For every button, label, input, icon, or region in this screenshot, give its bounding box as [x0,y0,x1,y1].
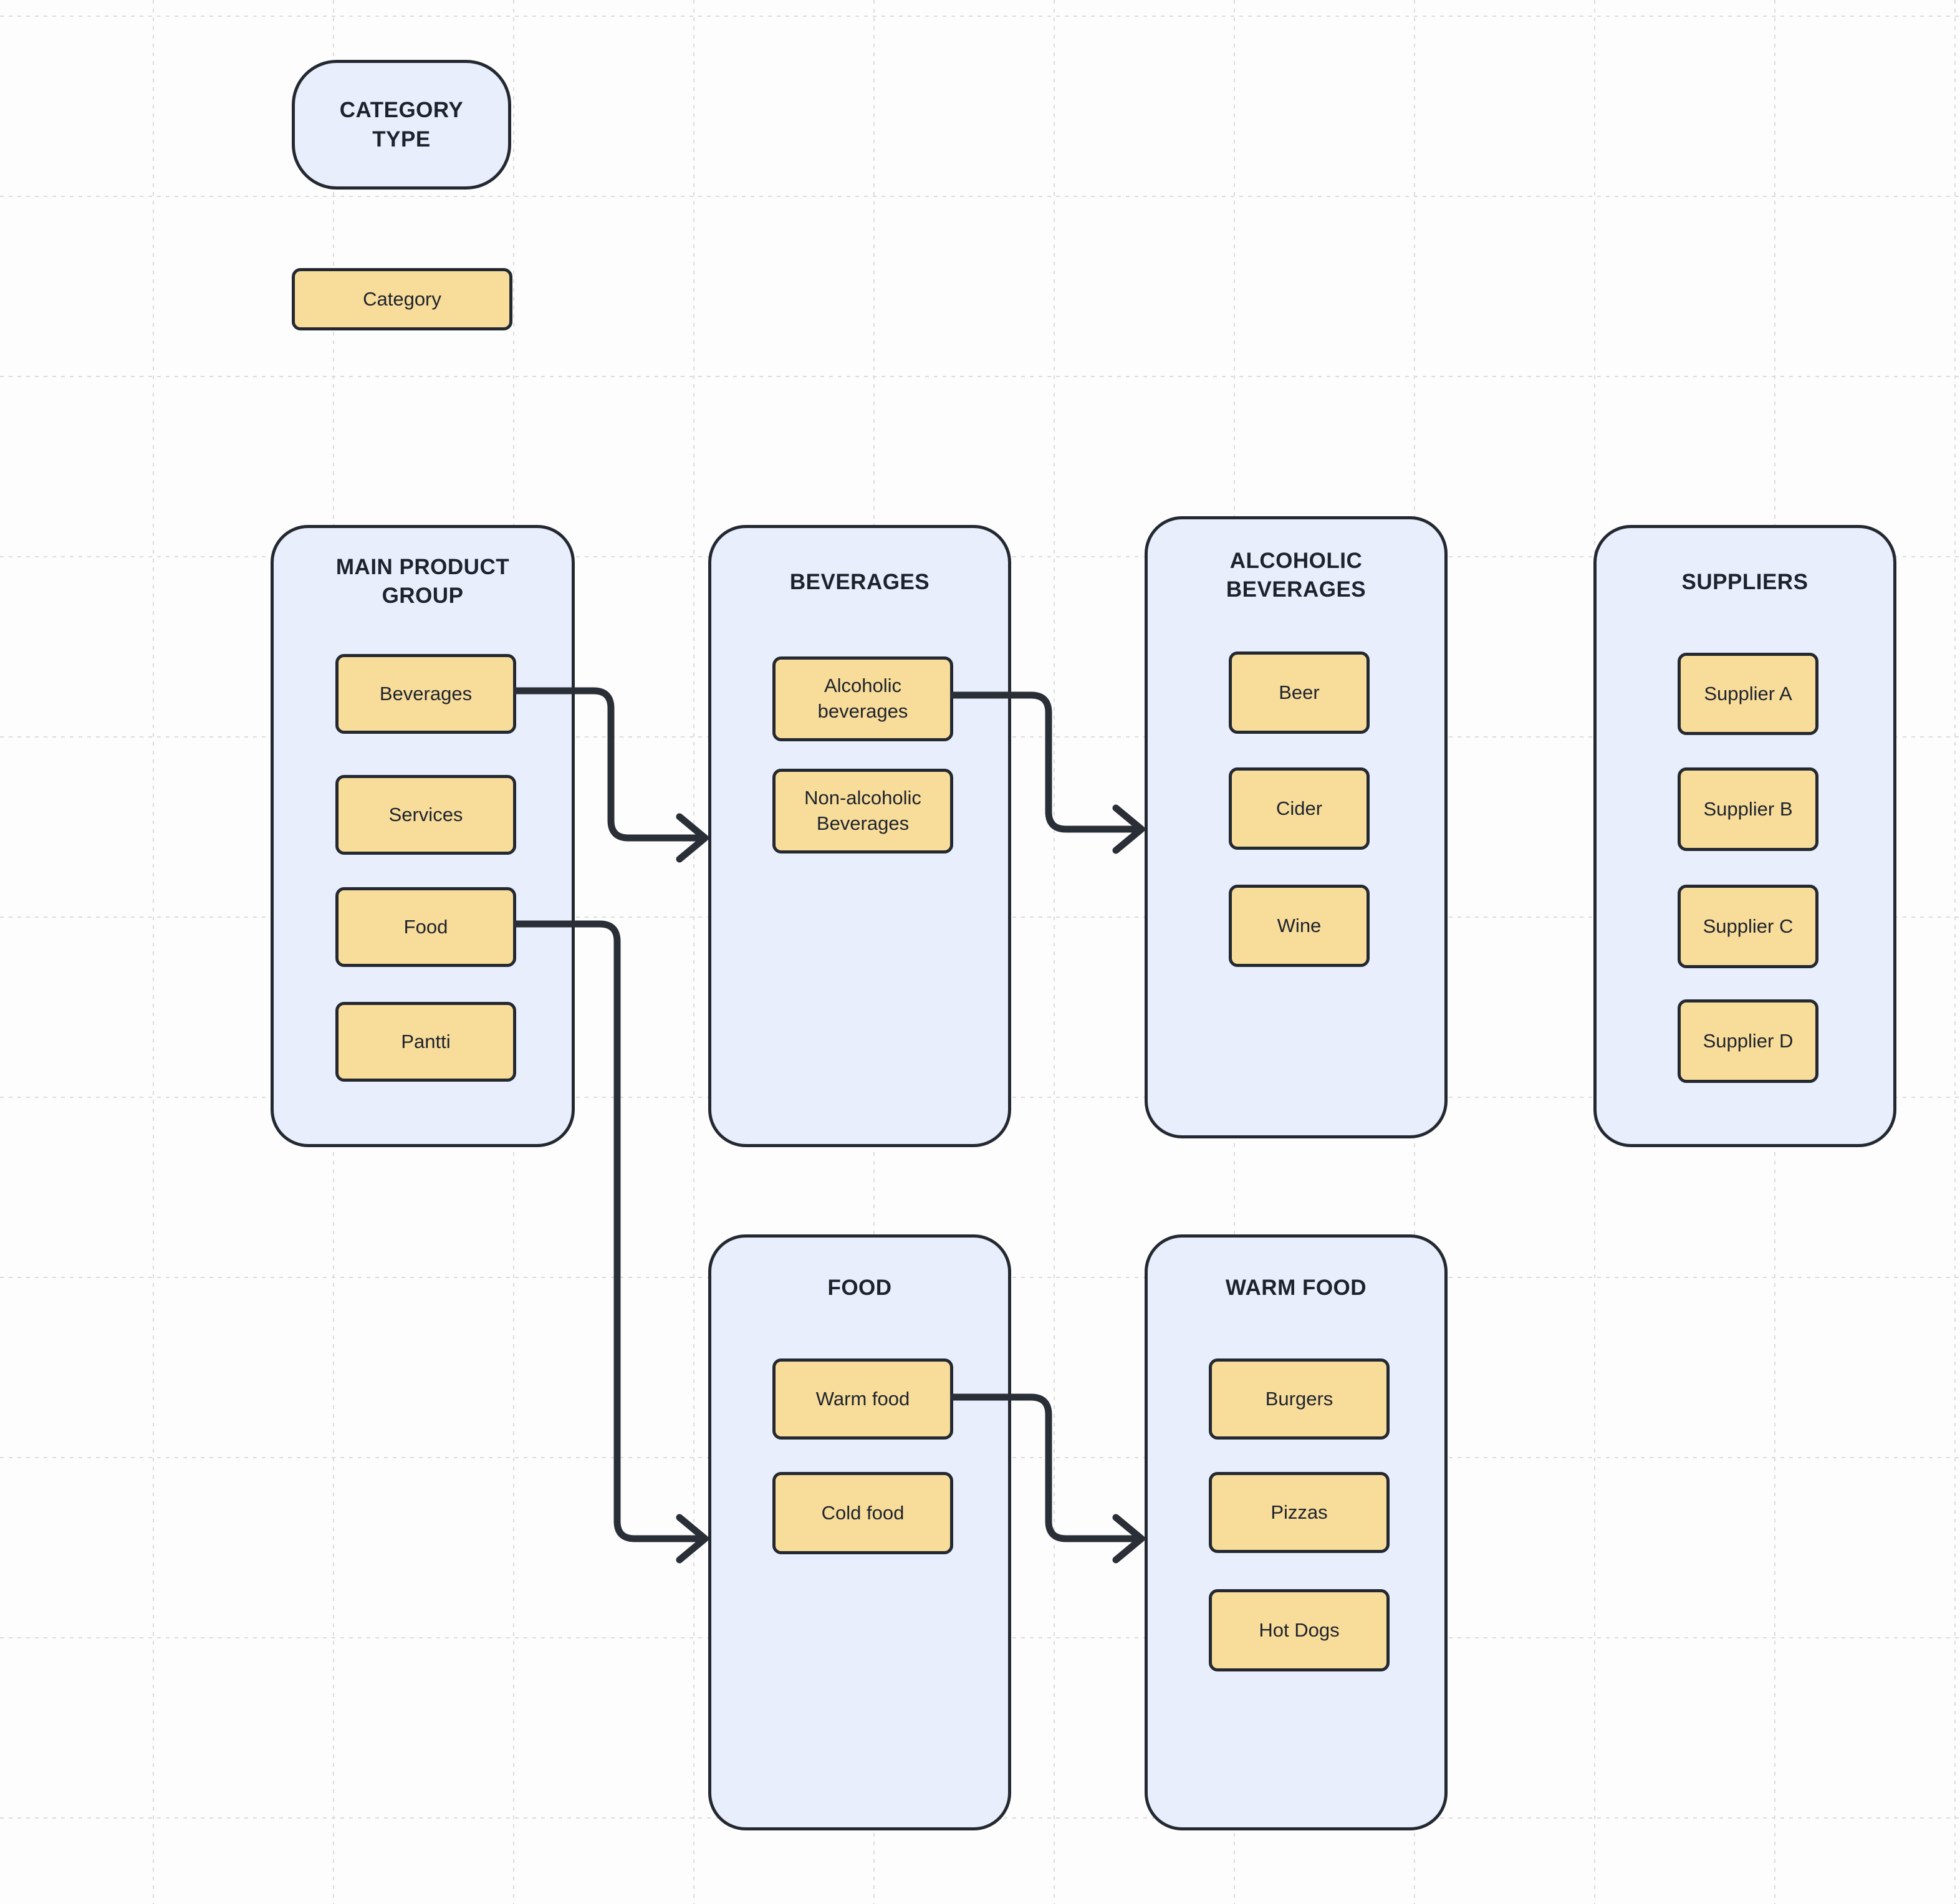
node-supplier-d[interactable]: Supplier D [1678,999,1818,1083]
node-label: Alcoholic beverages [817,675,908,722]
node-label: Supplier C [1703,915,1794,937]
node-supplier-a[interactable]: Supplier A [1678,653,1818,735]
node-label: Cold food [821,1501,905,1524]
node-label: Beverages [379,682,473,704]
legend-category-label: Category [363,287,441,310]
legend-category-shape[interactable]: Category [292,268,512,330]
container-title-alcoholic-beverages: ALCOHOLIC BEVERAGES [1226,549,1367,602]
node-hot-dogs[interactable]: Hot Dogs [1209,1589,1390,1671]
container-main-product-group[interactable]: MAIN PRODUCT GROUP Beverages Services Fo… [271,525,575,1147]
node-pizzas[interactable]: Pizzas [1209,1472,1390,1553]
container-beverages[interactable]: BEVERAGES Alcoholic beverages Non-alcoho… [708,525,1011,1147]
node-beer[interactable]: Beer [1229,651,1370,734]
container-title-suppliers: SUPPLIERS [1681,570,1809,594]
node-pantti[interactable]: Pantti [335,1002,516,1082]
node-label: Non-alcoholic Beverages [804,787,921,834]
container-alcoholic-beverages[interactable]: ALCOHOLIC BEVERAGES Beer Cider Wine [1145,516,1448,1138]
node-label: Cider [1275,797,1323,819]
node-label: Supplier A [1704,682,1792,704]
node-label: Food [403,915,448,938]
node-burgers[interactable]: Burgers [1209,1358,1390,1440]
container-suppliers[interactable]: SUPPLIERS Supplier A Supplier B Supplier… [1593,525,1896,1147]
node-label: Burgers [1265,1387,1333,1410]
node-label: Pizzas [1271,1501,1328,1523]
node-label: Hot Dogs [1259,1618,1340,1641]
node-non-alcoholic-beverages[interactable]: Non-alcoholic Beverages [772,769,953,853]
node-cider[interactable]: Cider [1229,767,1370,850]
node-cold-food[interactable]: Cold food [772,1472,953,1554]
container-food[interactable]: FOOD Warm food Cold food [708,1234,1011,1830]
node-warm-food[interactable]: Warm food [772,1358,953,1440]
node-food[interactable]: Food [335,887,516,967]
node-label: Wine [1277,914,1322,936]
legend-category-type-label: CATEGORY TYPE [339,97,464,151]
node-label: Warm food [815,1387,910,1410]
legend-category-type-shape[interactable]: CATEGORY TYPE [292,60,511,190]
container-warm-food[interactable]: WARM FOOD Burgers Pizzas Hot Dogs [1145,1234,1448,1830]
node-label: Pantti [401,1030,451,1052]
node-supplier-b[interactable]: Supplier B [1678,767,1818,851]
container-title-food: FOOD [827,1276,892,1300]
container-title-warm-food: WARM FOOD [1225,1276,1367,1300]
node-supplier-c[interactable]: Supplier C [1678,885,1818,968]
container-title-beverages: BEVERAGES [789,570,930,594]
node-beverages[interactable]: Beverages [335,654,516,734]
node-services[interactable]: Services [335,775,516,855]
node-label: Supplier B [1703,797,1793,820]
node-label: Beer [1279,681,1320,703]
container-title-main-product-group: MAIN PRODUCT GROUP [335,555,510,608]
node-wine[interactable]: Wine [1229,885,1370,967]
node-label: Services [388,803,463,825]
node-label: Supplier D [1703,1029,1794,1052]
node-alcoholic-beverages[interactable]: Alcoholic beverages [772,656,953,741]
